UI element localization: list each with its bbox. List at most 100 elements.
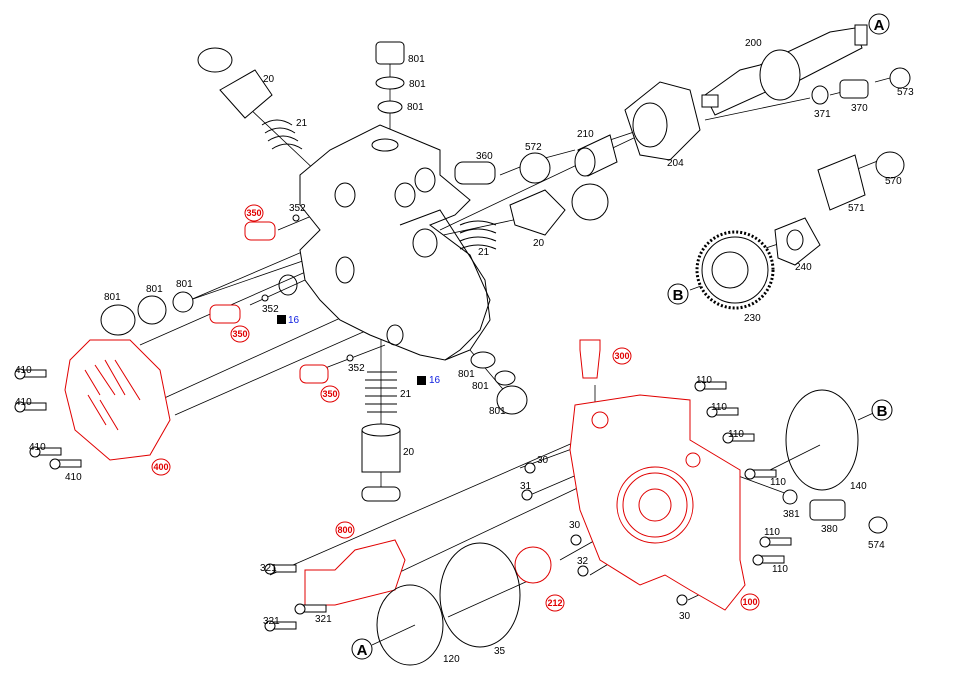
reference-marker-letter: B (877, 403, 888, 420)
screw-icon (694, 380, 727, 392)
part-label[interactable]: 110 (711, 402, 727, 413)
part-label[interactable]: 571 (848, 203, 865, 214)
part-label[interactable]: 572 (525, 142, 542, 153)
part-label[interactable]: 801 (146, 284, 163, 295)
reference-marker[interactable]: A (868, 13, 890, 35)
o-ring-icon (521, 489, 533, 501)
highlighted-part-label[interactable]: 350 (244, 204, 264, 222)
part-label[interactable]: 410 (65, 472, 82, 483)
part-label[interactable]: 30 (537, 455, 549, 466)
part-label[interactable]: 31 (520, 481, 532, 492)
part-label[interactable]: 321 (260, 563, 277, 574)
part-label[interactable]: 200 (745, 38, 762, 49)
front-flange (304, 339, 746, 611)
part-label[interactable]: 410 (15, 365, 32, 376)
highlighted-part-number: 350 (322, 389, 337, 399)
part-label[interactable]: 20 (403, 447, 415, 458)
part-label[interactable]: 801 (489, 406, 506, 417)
highlighted-part-label[interactable]: 212 (545, 594, 565, 612)
part-label[interactable]: 370 (851, 103, 868, 114)
spring-icon (365, 371, 397, 413)
screw-icon (759, 536, 792, 548)
part-label[interactable]: 32 (577, 556, 589, 567)
part-label[interactable]: 801 (176, 279, 193, 290)
highlighted-part-label[interactable]: 350 (230, 325, 250, 343)
part-label[interactable]: 360 (476, 151, 493, 162)
part-label[interactable]: 801 (458, 369, 475, 380)
upper-parts (197, 24, 911, 310)
part-label[interactable]: 240 (795, 262, 812, 273)
reference-markers: A B B A (351, 13, 893, 660)
part-label[interactable]: 30 (569, 520, 581, 531)
part-label[interactable]: 371 (814, 109, 831, 120)
part-label[interactable]: 16 (288, 315, 300, 326)
o-ring-icon (676, 594, 688, 606)
screw-icon (14, 401, 47, 413)
part-label[interactable]: 110 (764, 527, 780, 538)
part-label[interactable]: 21 (400, 389, 412, 400)
part-label[interactable]: 801 (407, 102, 424, 113)
part-label[interactable]: 35 (494, 646, 506, 657)
highlighted-part-number: 400 (153, 462, 168, 472)
highlighted-part-number: 212 (547, 598, 562, 608)
part-label[interactable]: 321 (315, 614, 332, 625)
part-label[interactable]: 574 (868, 540, 885, 551)
part-label[interactable]: 120 (443, 654, 460, 665)
part-label[interactable]: 110 (728, 429, 744, 440)
part-label[interactable]: 352 (289, 203, 306, 214)
part-label[interactable]: 380 (821, 524, 838, 535)
part-label[interactable]: 21 (296, 118, 308, 129)
screw-icon (49, 458, 82, 470)
part-label[interactable]: 210 (577, 129, 594, 140)
o-ring-icon (570, 534, 582, 546)
pump-housing (278, 124, 491, 361)
highlighted-callouts: 350 350 400 350 300 800 212 100 (151, 204, 760, 612)
screw-icon (706, 406, 739, 418)
metering-valve (304, 539, 406, 606)
part-label[interactable]: 321 (263, 616, 280, 627)
reference-marker-letter: B (673, 287, 684, 304)
left-parts (64, 214, 528, 502)
part-label[interactable]: 30 (679, 611, 691, 622)
part-label[interactable]: 410 (29, 442, 46, 453)
part-label[interactable]: 352 (348, 363, 365, 374)
screw-icon (264, 620, 297, 632)
reference-marker[interactable]: B (871, 399, 893, 421)
highlighted-part-label[interactable]: 800 (335, 521, 355, 539)
part-label[interactable]: 230 (744, 313, 761, 324)
spring-icon (459, 220, 497, 250)
part-label[interactable]: 16 (429, 375, 441, 386)
highlighted-part-label[interactable]: 350 (320, 385, 340, 403)
part-label[interactable]: 352 (262, 304, 279, 315)
part-label[interactable]: 204 (667, 158, 684, 169)
part-label[interactable]: 801 (104, 292, 121, 303)
part-label[interactable]: 20 (533, 238, 545, 249)
part-label[interactable]: 801 (409, 79, 426, 90)
part-label[interactable]: 110 (696, 375, 712, 386)
right-parts (376, 389, 888, 666)
highlighted-part-number: 350 (232, 329, 247, 339)
part-label[interactable]: 21 (478, 247, 490, 258)
reference-marker[interactable]: A (351, 638, 373, 660)
screw-icon (752, 554, 785, 566)
part-label[interactable]: 801 (408, 54, 425, 65)
highlighted-part-label[interactable]: 100 (740, 593, 760, 611)
part-label[interactable]: 801 (472, 381, 489, 392)
screw-icon (294, 603, 327, 615)
highlighted-part-number: 800 (337, 525, 352, 535)
spring-icon (261, 119, 303, 150)
part-label[interactable]: 140 (850, 481, 867, 492)
reference-marker[interactable]: B (667, 283, 689, 305)
part-label[interactable]: 573 (897, 87, 914, 98)
part-label[interactable]: 410 (15, 397, 32, 408)
part-label[interactable]: 110 (770, 477, 786, 488)
part-label[interactable]: 570 (885, 176, 902, 187)
part-label[interactable]: 20 (263, 74, 275, 85)
screw-icon (14, 368, 47, 380)
highlighted-part-label[interactable]: 400 (151, 458, 171, 476)
highlighted-part-label[interactable]: 300 (612, 347, 632, 365)
hex-nut (624, 81, 701, 161)
part-label[interactable]: 381 (783, 509, 800, 520)
part-label[interactable]: 110 (772, 564, 788, 575)
o-ring-icon (524, 462, 536, 474)
